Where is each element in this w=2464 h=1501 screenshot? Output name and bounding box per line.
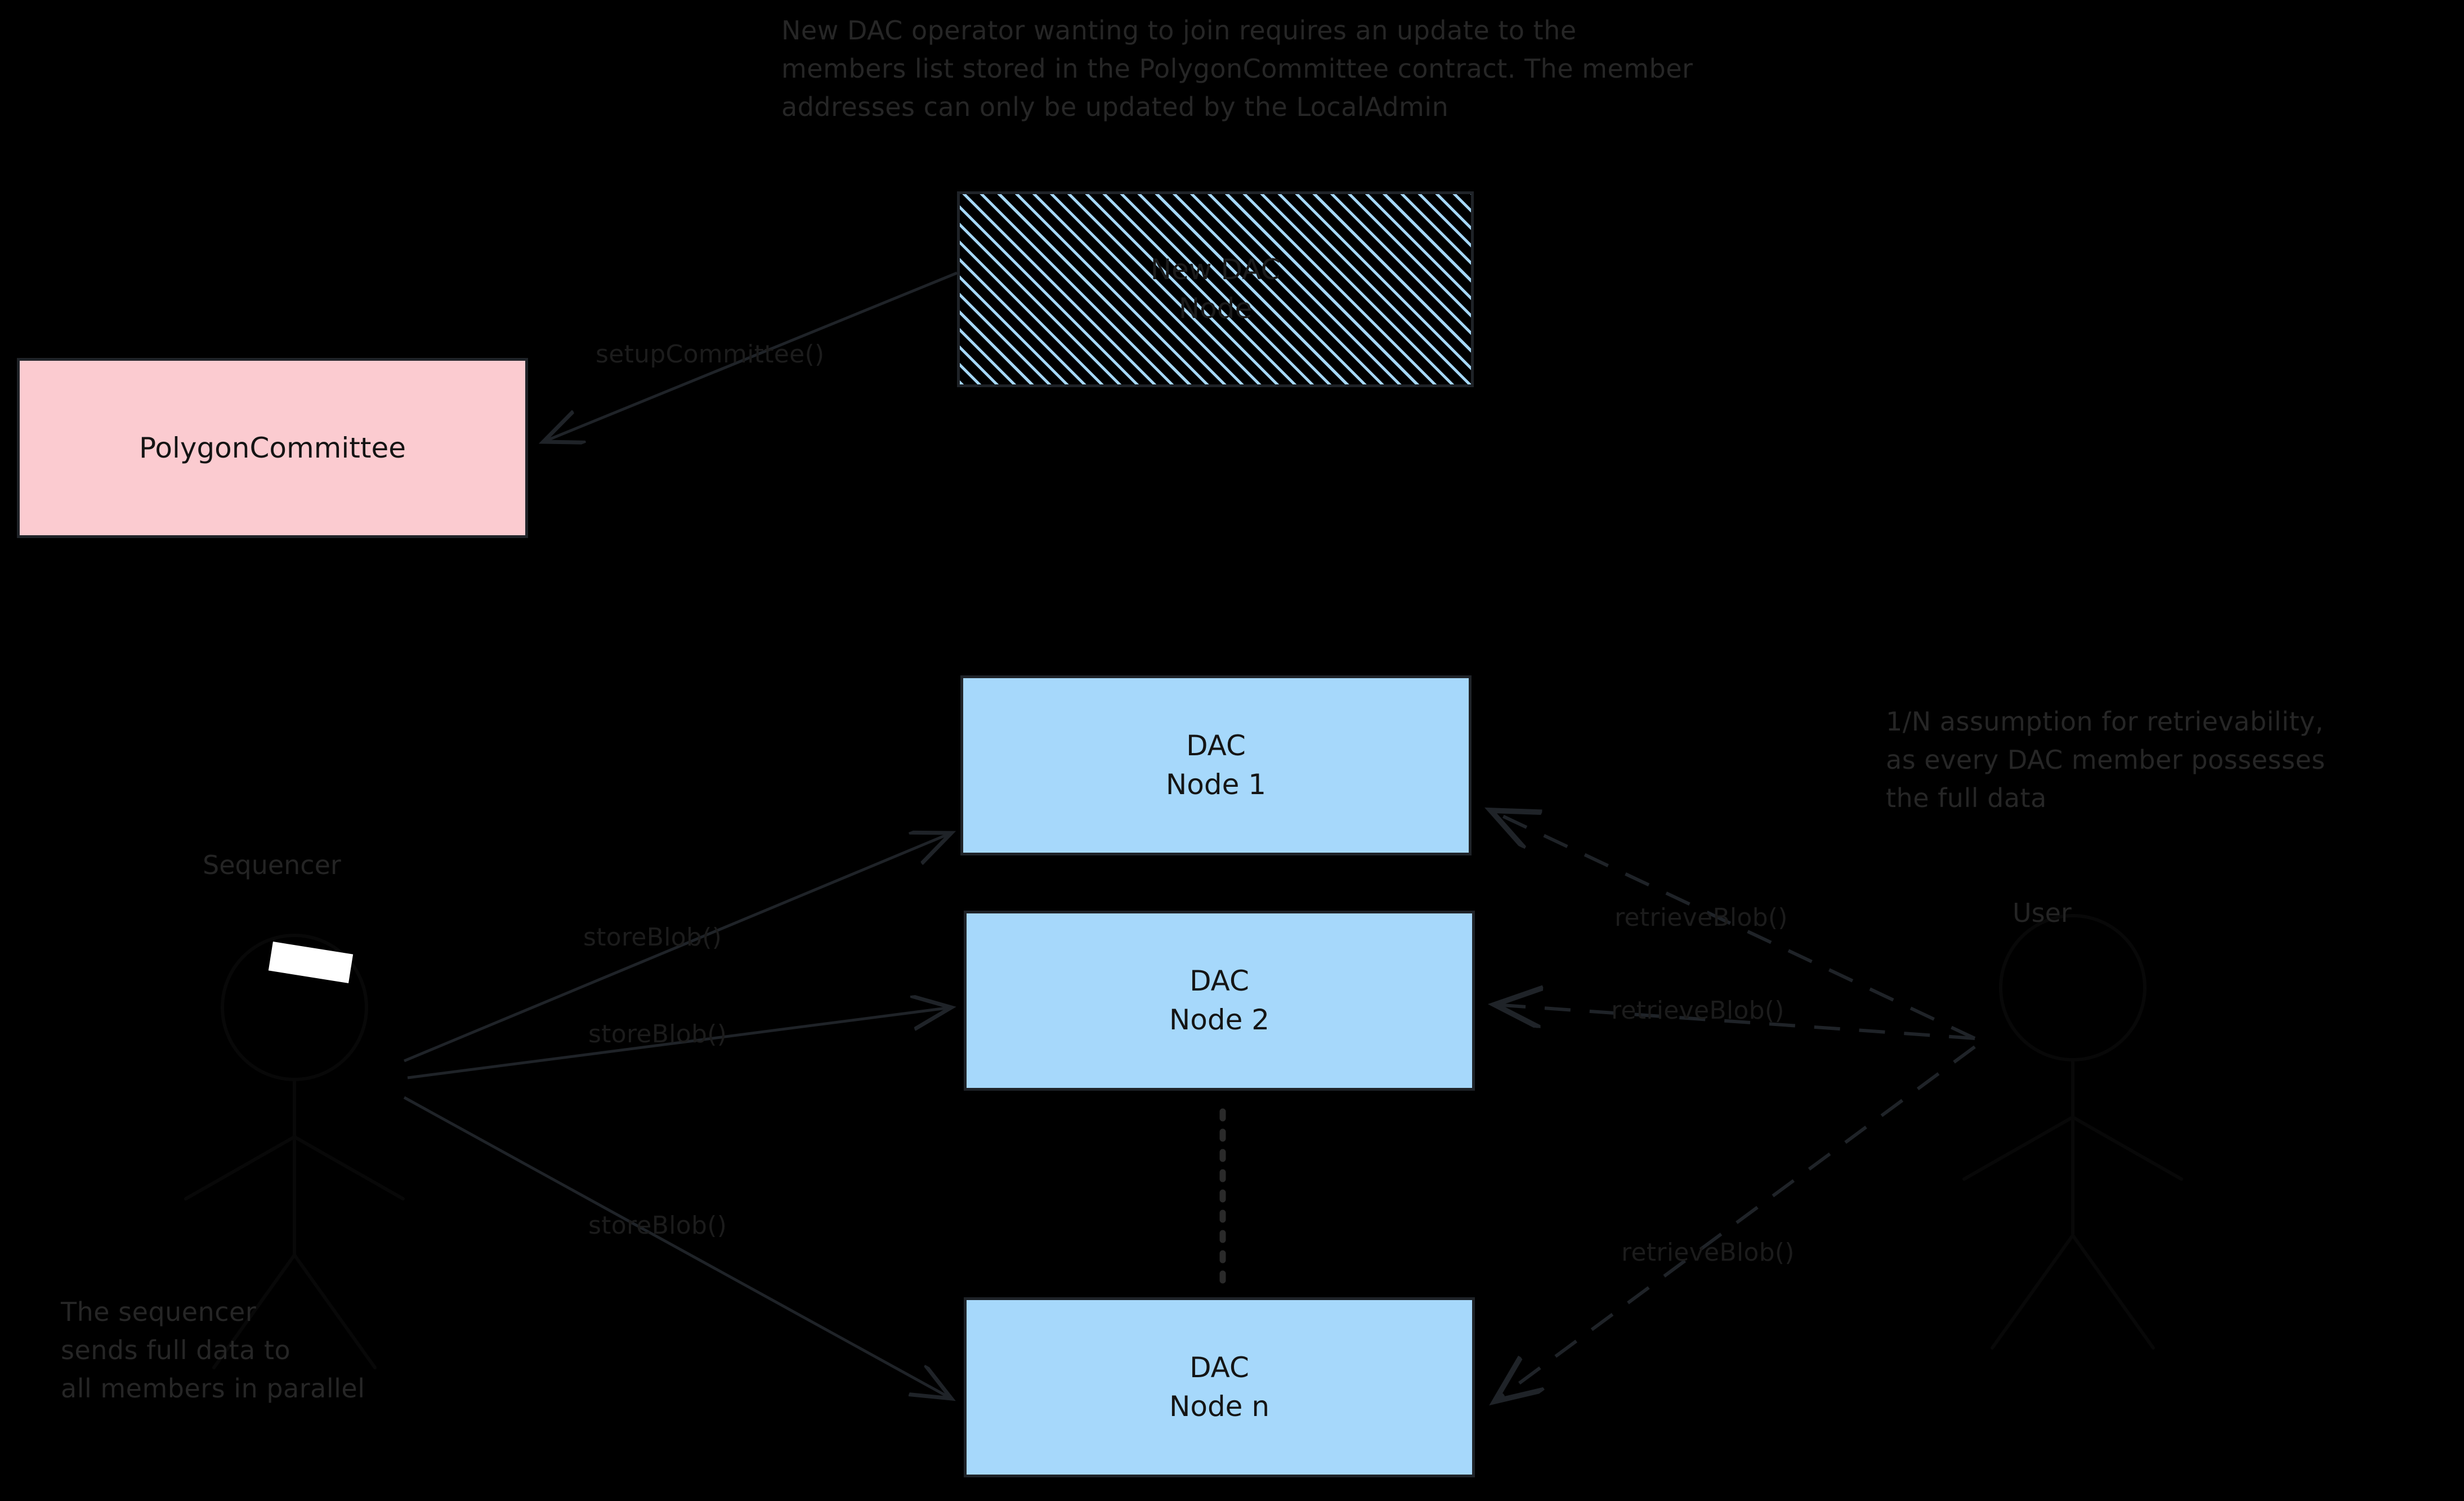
- dac-node-n-box[interactable]: DAC Node n: [964, 1297, 1475, 1477]
- edge-setup-committee: [543, 271, 958, 442]
- dac-node-1-box[interactable]: DAC Node 1: [960, 675, 1472, 855]
- edge-store-blob-noden: [403, 1096, 951, 1399]
- dac-node-n-label: DAC Node n: [1169, 1351, 1270, 1423]
- polygon-committee-box[interactable]: PolygonCommittee: [17, 358, 528, 538]
- edge-label-store-blob-2: storeBlob(): [588, 1020, 727, 1049]
- edge-label-store-blob-1: storeBlob(): [583, 923, 722, 952]
- sequencer-actor-label: Sequencer: [203, 850, 341, 880]
- edge-label-retrieve-blob-n: retrieveBlob(): [1621, 1238, 1795, 1267]
- dac-node-2-label: DAC Node 2: [1169, 965, 1270, 1036]
- polygon-committee-label: PolygonCommittee: [139, 431, 406, 464]
- dac-node-2-box[interactable]: DAC Node 2: [964, 911, 1475, 1091]
- note-bottom-left-sequencer: The sequencer sends full data to all mem…: [61, 1297, 365, 1404]
- new-dac-node-box[interactable]: New DAC Node: [957, 191, 1474, 387]
- new-dac-node-label: New DAC Node: [1150, 253, 1281, 325]
- edge-label-setup-committee: setupCommittee(): [596, 340, 825, 369]
- edge-retrieve-blob-node2: [1495, 1005, 1975, 1040]
- edge-label-store-blob-n: storeBlob(): [588, 1211, 727, 1240]
- sequencer-actor-figure: [184, 934, 405, 1369]
- note-right-retrievability: 1/N assumption for retrievability, as ev…: [1886, 706, 2326, 814]
- edge-store-blob-node1: [404, 833, 951, 1063]
- dac-node-1-label: DAC Node 1: [1165, 729, 1267, 801]
- edge-store-blob-node2: [407, 1007, 951, 1079]
- edge-label-retrieve-blob-2: retrieveBlob(): [1611, 996, 1785, 1025]
- edge-retrieve-blob-noden: [1495, 1045, 1976, 1401]
- user-actor-label: User: [2013, 898, 2072, 928]
- edge-label-retrieve-blob-1: retrieveBlob(): [1615, 903, 1788, 932]
- note-top-new-dac-operator: New DAC operator wanting to join require…: [781, 15, 1693, 123]
- user-actor-figure: [1962, 914, 2183, 1350]
